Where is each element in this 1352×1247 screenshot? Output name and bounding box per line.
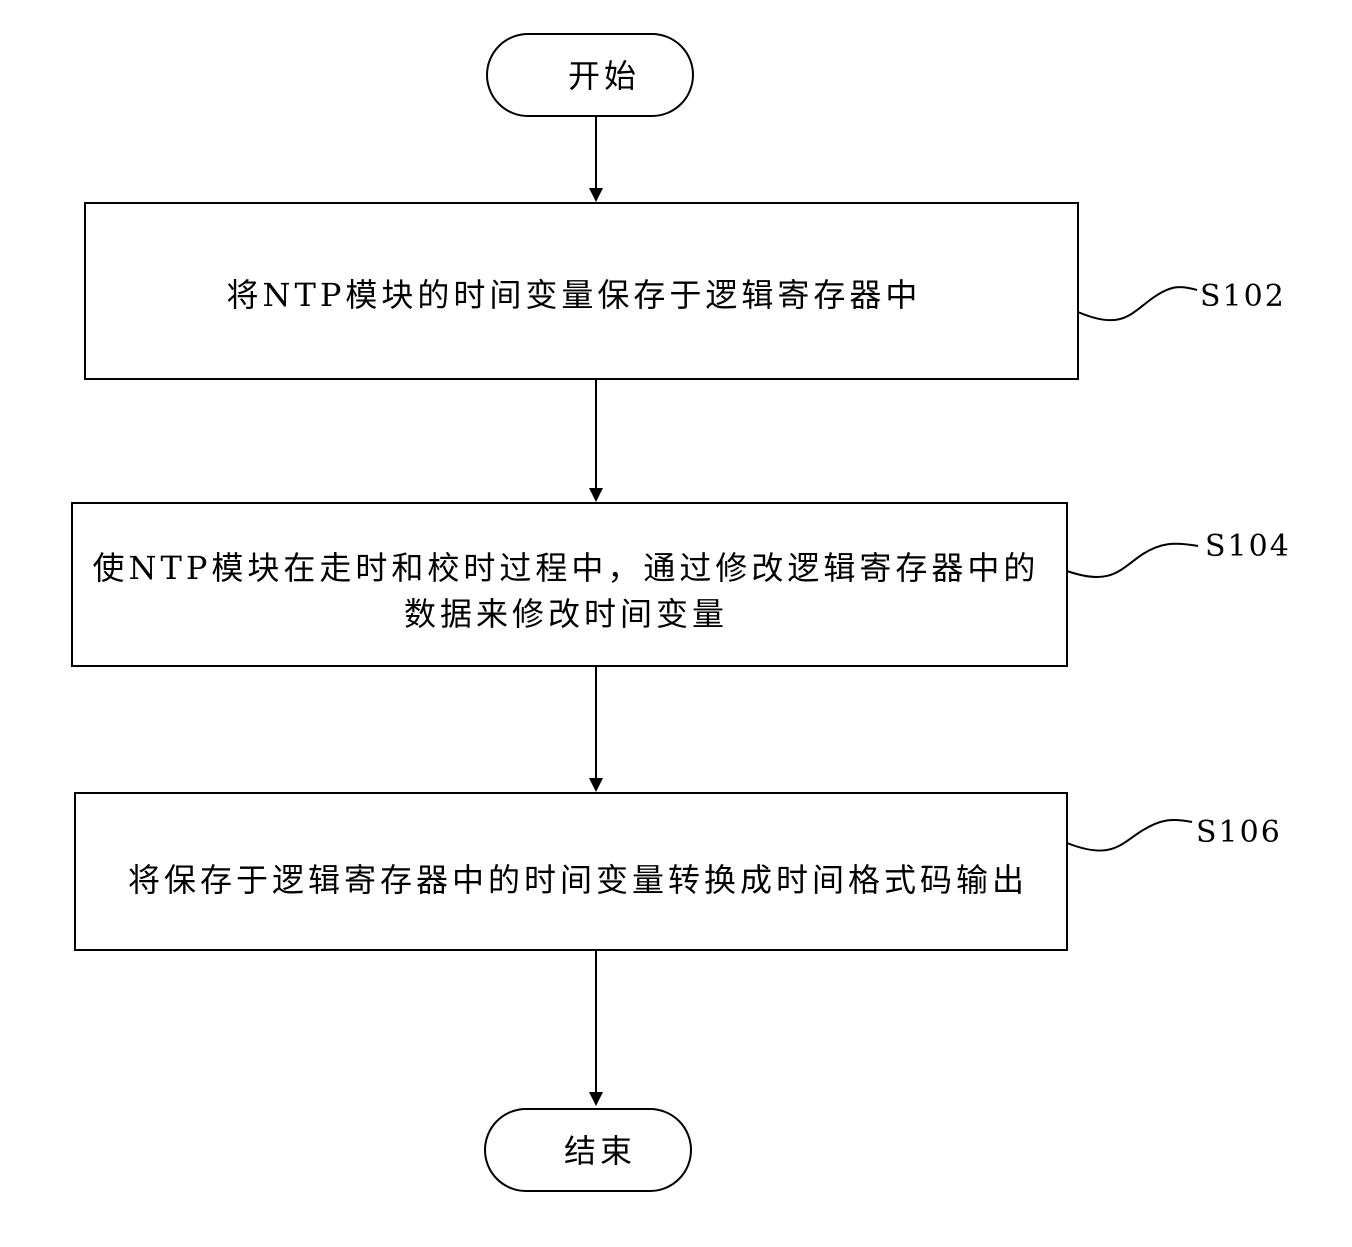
end-node: 结束	[484, 1108, 692, 1192]
start-terminator-shape	[486, 33, 694, 117]
start-label: 开始	[568, 57, 640, 95]
step-label-s102: S102	[1200, 279, 1286, 314]
start-node: 开始	[486, 33, 694, 117]
step-label-s106: S106	[1196, 815, 1282, 850]
process-step-s102: 将NTP模块的时间变量保存于逻辑寄存器中	[84, 202, 1079, 380]
end-terminator-shape	[484, 1108, 692, 1192]
label-leader-s106	[1066, 818, 1193, 852]
label-leader-s104	[1066, 542, 1199, 579]
process-box-s106	[74, 792, 1068, 951]
step-text-s106: 将保存于逻辑寄存器中的时间变量转换成时间格式码输出	[128, 861, 1028, 899]
end-label: 结束	[564, 1132, 636, 1170]
process-box-s104	[71, 502, 1068, 667]
step-text-s104-line1: 使NTP模块在走时和校时过程中，通过修改逻辑寄存器中的	[93, 549, 1040, 587]
process-step-s106: 将保存于逻辑寄存器中的时间变量转换成时间格式码输出	[74, 792, 1068, 951]
process-box-s102	[84, 202, 1079, 380]
step-label-s104: S104	[1205, 529, 1291, 564]
label-leader-s102	[1077, 286, 1198, 322]
step-text-s104-line2: 数据来修改时间变量	[404, 595, 728, 633]
step-text-s102: 将NTP模块的时间变量保存于逻辑寄存器中	[227, 276, 922, 314]
process-step-s104: 使NTP模块在走时和校时过程中，通过修改逻辑寄存器中的 数据来修改时间变量	[71, 502, 1068, 667]
